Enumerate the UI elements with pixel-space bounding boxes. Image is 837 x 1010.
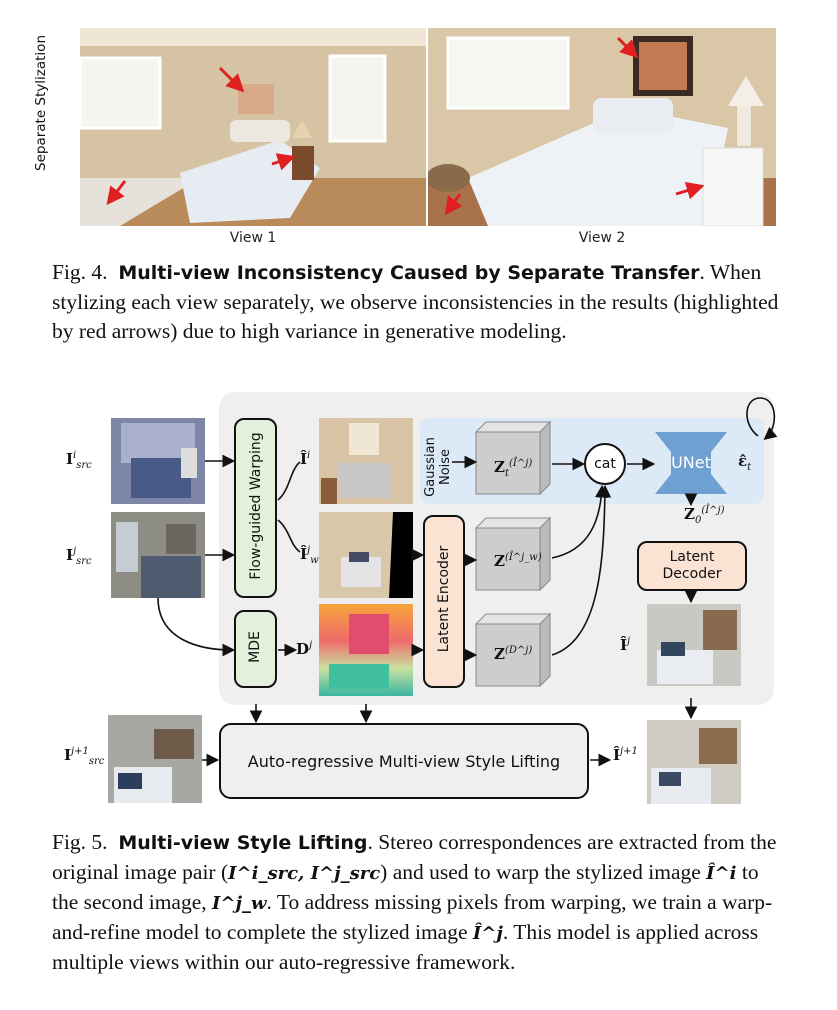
depth-image bbox=[319, 604, 413, 696]
src-j1-image bbox=[108, 715, 202, 803]
caption-body: . When stylizing each view separately, w… bbox=[52, 260, 779, 343]
fig5-caption: Fig. 5. Multi-view Style Lifting. Stereo… bbox=[52, 828, 788, 977]
hat-i-label: Îi bbox=[300, 450, 311, 468]
unet-shape bbox=[655, 432, 727, 494]
src-i-image bbox=[111, 418, 205, 504]
view2-image bbox=[428, 28, 776, 226]
caption-prefix: Fig. 5. bbox=[52, 830, 108, 854]
view1-label: View 1 bbox=[229, 230, 277, 246]
fig4-caption: Fig. 4. Multi-view Inconsistency Caused … bbox=[52, 258, 788, 346]
caption-title: Multi-view Style Lifting bbox=[118, 832, 368, 854]
caption-body: to the second image, bbox=[52, 860, 759, 914]
flow-guided-warping-box: Flow-guided Warping bbox=[234, 418, 277, 598]
depth-label: Dj bbox=[296, 640, 313, 658]
latent-cube-zt bbox=[474, 420, 552, 496]
z-t-label: Zt(Î^j) bbox=[494, 458, 533, 479]
out-j-label: Îj bbox=[620, 636, 631, 654]
hat-w-label: Îjw bbox=[300, 545, 319, 566]
latent-cube-zw bbox=[474, 516, 552, 592]
hat-i-image bbox=[319, 418, 413, 504]
caption-prefix: Fig. 4. bbox=[52, 260, 108, 284]
red-arrow bbox=[218, 66, 245, 93]
out-j-image bbox=[647, 604, 741, 686]
caption-body: . To address missing pixels from warping… bbox=[52, 890, 773, 944]
view2-label: View 2 bbox=[578, 230, 626, 246]
red-arrow bbox=[675, 181, 705, 200]
z-d-label: Z(D^j) bbox=[494, 645, 533, 663]
red-arrow bbox=[616, 36, 639, 59]
eps-label: ε̂t bbox=[738, 452, 752, 473]
src-j-label: Ijsrc bbox=[66, 546, 92, 567]
z-w-label: Z(Î^j_w) bbox=[494, 552, 542, 570]
src-i-label: Iisrc bbox=[66, 450, 92, 471]
src-j1-label: Ij+1src bbox=[64, 746, 105, 767]
unet-label: UNet bbox=[671, 453, 711, 472]
out-j1-label: Îj+1 bbox=[613, 746, 638, 764]
caption-math: Î^j bbox=[472, 923, 503, 944]
latent-cube-zd bbox=[474, 612, 552, 688]
caption-body: . Stereo correspondences are extracted f… bbox=[52, 830, 777, 884]
view1-image bbox=[80, 28, 426, 226]
caption-math: I^j_w bbox=[212, 893, 267, 914]
caption-math: Î^i bbox=[706, 863, 737, 884]
autoregressive-style-lifting-box: Auto-regressive Multi-view Style Lifting bbox=[219, 723, 589, 799]
red-arrow bbox=[444, 193, 463, 216]
caption-body: . This model is applied across multiple … bbox=[52, 920, 759, 974]
src-j-image bbox=[111, 512, 205, 598]
out-j1-image bbox=[647, 720, 741, 804]
latent-cubes bbox=[474, 420, 552, 688]
caption-math: I^i_src, I^j_src bbox=[228, 863, 381, 884]
latent-decoder-box: Latent Decoder bbox=[637, 541, 747, 591]
red-arrow bbox=[106, 180, 127, 206]
caption-title: Multi-view Inconsistency Caused by Separ… bbox=[118, 262, 700, 284]
caption-body: ) and used to warp the stylized image bbox=[380, 860, 707, 884]
latent-encoder-box: Latent Encoder bbox=[423, 515, 465, 688]
hat-w-image bbox=[319, 512, 413, 598]
red-arrow bbox=[271, 153, 296, 171]
z-0-label: Z0(Î^j) bbox=[684, 505, 725, 526]
